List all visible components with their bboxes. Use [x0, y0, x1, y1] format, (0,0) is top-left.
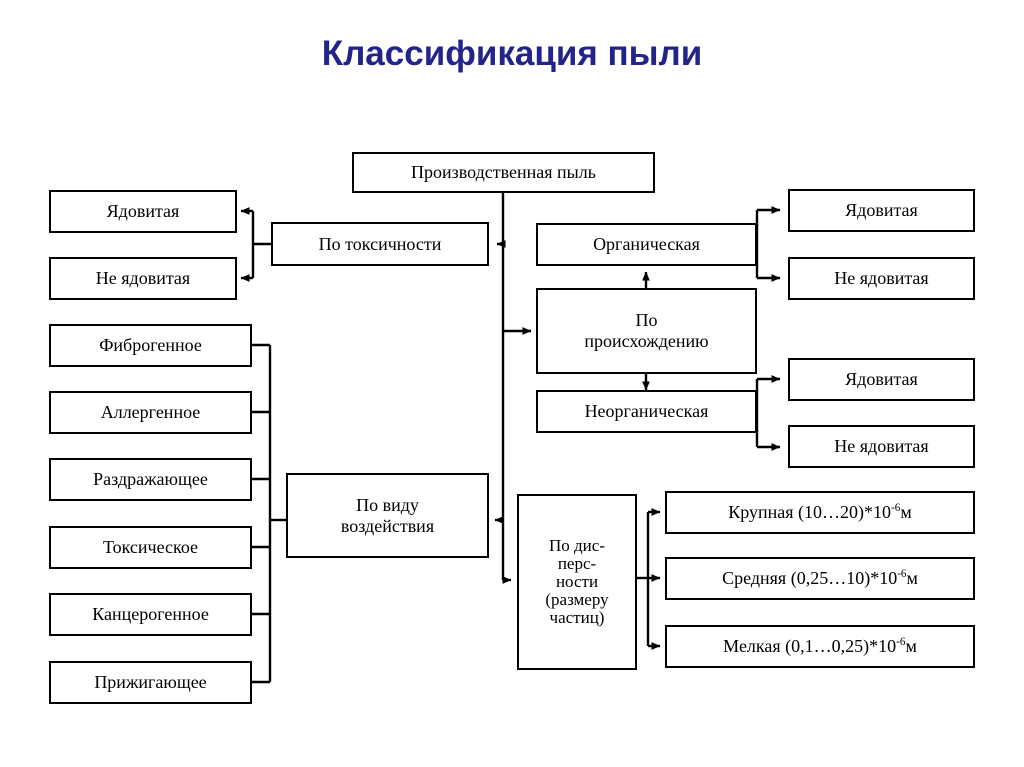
node-dispersion-label-line3: ности: [555, 572, 599, 592]
node-inorganic-poisonous[interactable]: Ядовитая: [788, 358, 975, 401]
node-origin[interactable]: По происхождению: [536, 288, 757, 374]
node-effect-carcinogenic[interactable]: Канцерогенное: [49, 593, 252, 636]
node-effect-label-line2: воздействия: [340, 515, 435, 536]
node-dispersion-label-line4: (размеру: [545, 589, 609, 609]
node-organic-poisonous-label: Ядовитая: [845, 200, 918, 221]
node-effect-caustic[interactable]: Прижигающее: [49, 661, 252, 704]
page-title: Классификация пыли: [321, 34, 703, 73]
node-dispersion-label-line5: частиц): [549, 607, 605, 627]
node-effect[interactable]: По виду воздействия: [286, 473, 489, 558]
node-organic-poisonous[interactable]: Ядовитая: [788, 189, 975, 232]
node-effect-toxic-label: Токсическое: [102, 537, 199, 558]
node-organic-label: Органическая: [593, 234, 700, 255]
node-dispersion-small-label: Мелкая (0,1…0,25)*10-6м: [723, 636, 917, 657]
node-effect-label-line1: По виду: [356, 494, 419, 515]
node-effect-fibrogenic[interactable]: Фиброгенное: [49, 324, 252, 367]
node-dispersion-small-exponent: -6: [896, 636, 906, 649]
node-toxicity-poisonous[interactable]: Ядовитая: [49, 190, 237, 233]
node-inorganic-nonpoisonous[interactable]: Не ядовитая: [788, 425, 975, 468]
node-effect-allergenic[interactable]: Аллергенное: [49, 391, 252, 434]
node-dispersion-label-line1: По дис-: [549, 536, 605, 556]
node-toxicity[interactable]: По токсичности: [271, 222, 489, 266]
node-toxicity-label: По токсичности: [318, 233, 442, 254]
node-effect-allergenic-label: Аллергенное: [100, 402, 201, 423]
node-dispersion-label-line2: перс-: [557, 554, 597, 574]
node-effect-irritant-label: Раздражающее: [93, 469, 208, 490]
node-dispersion-medium-exponent: -6: [897, 568, 907, 581]
node-organic[interactable]: Органическая: [536, 223, 757, 266]
node-root[interactable]: Производственная пыль: [352, 152, 655, 193]
node-toxicity-nonpoisonous-label: Не ядовитая: [95, 268, 191, 289]
node-origin-label-line1: По: [635, 310, 658, 331]
node-dispersion-large-exponent: -6: [891, 502, 901, 515]
node-toxicity-nonpoisonous[interactable]: Не ядовитая: [49, 257, 237, 300]
node-dispersion-medium[interactable]: Средняя (0,25…10)*10-6м: [665, 557, 975, 600]
node-origin-label-line2: происхождению: [584, 331, 709, 351]
node-effect-carcinogenic-label: Канцерогенное: [92, 604, 209, 625]
node-dispersion-large-label: Крупная (10…20)*10-6м: [728, 502, 912, 523]
node-inorganic[interactable]: Неорганическая: [536, 390, 757, 433]
node-effect-irritant[interactable]: Раздражающее: [49, 458, 252, 501]
node-inorganic-label: Неорганическая: [584, 401, 709, 422]
node-organic-nonpoisonous-label: Не ядовитая: [834, 268, 929, 289]
node-dispersion-small[interactable]: Мелкая (0,1…0,25)*10-6м: [665, 625, 975, 668]
node-effect-fibrogenic-label: Фиброгенное: [99, 335, 202, 356]
node-effect-caustic-label: Прижигающее: [94, 672, 207, 693]
node-inorganic-nonpoisonous-label: Не ядовитая: [834, 436, 929, 457]
node-effect-toxic[interactable]: Токсическое: [49, 526, 252, 569]
node-root-label: Производственная пыль: [411, 162, 596, 183]
node-organic-nonpoisonous[interactable]: Не ядовитая: [788, 257, 975, 300]
node-dispersion-large[interactable]: Крупная (10…20)*10-6м: [665, 491, 975, 534]
node-dispersion-medium-label: Средняя (0,25…10)*10-6м: [722, 568, 918, 589]
node-inorganic-poisonous-label: Ядовитая: [845, 369, 918, 390]
node-toxicity-poisonous-label: Ядовитая: [106, 201, 180, 222]
node-dispersion[interactable]: По дис- перс- ности (размеру частиц): [517, 494, 637, 670]
